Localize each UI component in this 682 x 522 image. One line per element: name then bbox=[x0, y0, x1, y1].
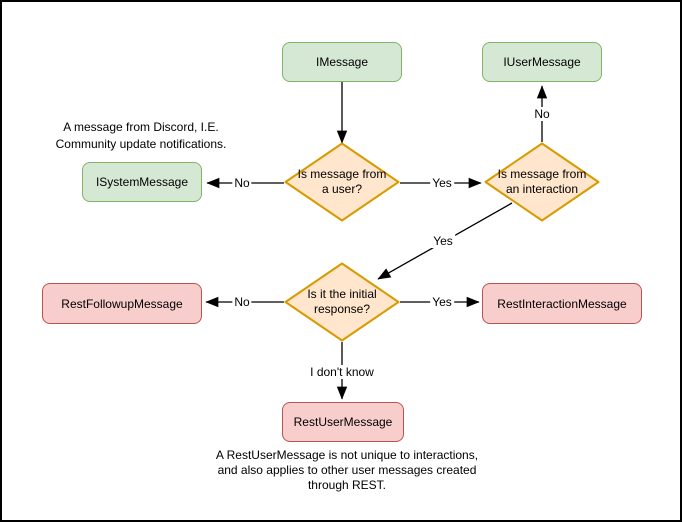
annotation-line: Community update notifications. bbox=[55, 137, 227, 151]
annotation-restusermessage-note: A RestUserMessage is not unique to inter… bbox=[187, 448, 507, 493]
decision-line: response? bbox=[313, 302, 371, 316]
decision-line: Is it the initial bbox=[307, 287, 377, 301]
node-restfollowupmessage: RestFollowupMessage bbox=[42, 283, 202, 324]
node-restfollowupmessage-label: RestFollowupMessage bbox=[61, 296, 183, 311]
diamond-shape bbox=[284, 142, 400, 222]
edge-label-initial-unknown: I don't know bbox=[308, 365, 376, 379]
decision-is-from-user-label: Is message from a user? bbox=[284, 142, 400, 222]
annotation-line: A message from Discord, I.E. bbox=[63, 120, 219, 134]
edge-label-from-user-yes: Yes bbox=[430, 176, 454, 190]
decision-line: a user? bbox=[321, 182, 363, 196]
annotation-system-message-note: A message from Discord, I.E. Community u… bbox=[41, 119, 241, 153]
node-restinteractionmessage-label: RestInteractionMessage bbox=[497, 296, 627, 311]
diamond-shape bbox=[484, 142, 600, 222]
node-restusermessage-label: RestUserMessage bbox=[293, 415, 393, 429]
decision-is-initial-response: Is it the initial response? bbox=[284, 262, 400, 342]
decision-is-initial-response-label: Is it the initial response? bbox=[284, 262, 400, 342]
node-isystemmessage-label: ISystemMessage bbox=[95, 175, 189, 189]
annotation-line: and also applies to other user messages … bbox=[217, 463, 477, 477]
node-imessage-label: IMessage bbox=[315, 55, 369, 69]
decision-line: an interaction bbox=[505, 182, 579, 196]
node-restinteractionmessage: RestInteractionMessage bbox=[482, 283, 642, 324]
node-iusermessage: IUserMessage bbox=[482, 42, 602, 82]
node-iusermessage-label: IUserMessage bbox=[503, 55, 581, 69]
edge-label-initial-yes: Yes bbox=[430, 295, 454, 309]
node-imessage: IMessage bbox=[282, 42, 402, 82]
edge-label-from-interaction-yes: Yes bbox=[431, 234, 455, 248]
decision-is-from-interaction-label: Is message from an interaction bbox=[484, 142, 600, 222]
decision-is-from-user: Is message from a user? bbox=[284, 142, 400, 222]
decision-line: Is message from bbox=[497, 167, 587, 181]
decision-line: Is message from bbox=[297, 167, 387, 181]
edge-label-from-interaction-no: No bbox=[532, 107, 552, 121]
node-isystemmessage: ISystemMessage bbox=[82, 162, 202, 202]
decision-is-from-interaction: Is message from an interaction bbox=[484, 142, 600, 222]
annotation-line: A RestUserMessage is not unique to inter… bbox=[215, 448, 479, 462]
annotation-line: through REST. bbox=[307, 478, 387, 492]
diamond-shape bbox=[284, 262, 400, 342]
edge-label-initial-no: No bbox=[232, 295, 252, 309]
node-restusermessage: RestUserMessage bbox=[282, 402, 404, 442]
edge-label-from-user-no: No bbox=[232, 176, 252, 190]
